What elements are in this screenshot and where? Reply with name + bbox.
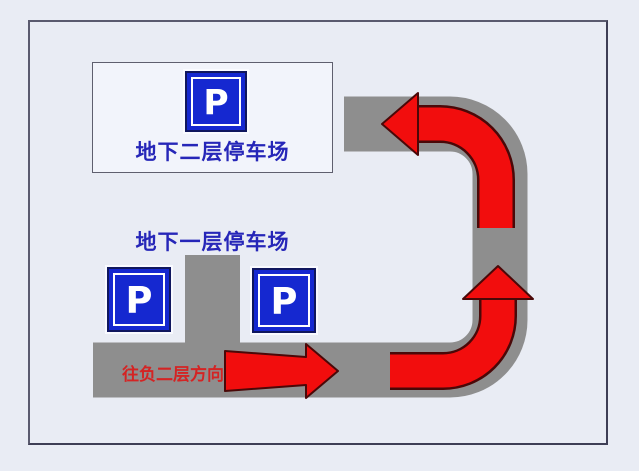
svg-text:P: P xyxy=(126,279,153,322)
parking-sign-b1-left: P xyxy=(107,267,171,332)
parking-sign-ring: P xyxy=(113,273,165,326)
parking-sign-b1-right: P xyxy=(252,268,316,333)
direction-label: 往负二层方向 xyxy=(122,365,224,384)
parking-sign-ring: P xyxy=(258,274,310,327)
parking-icon: P xyxy=(126,279,153,322)
parking-sign-b2: P xyxy=(185,71,247,132)
parking-icon: P xyxy=(203,83,228,123)
road-ramp-stub xyxy=(185,255,240,345)
curved-arrow-up-icon xyxy=(390,265,534,390)
b1-parking-label: 地下一层停车场 xyxy=(135,230,290,254)
b2-parking-label: 地下二层停车场 xyxy=(135,140,290,164)
svg-text:P: P xyxy=(203,83,228,123)
parking-sign-ring: P xyxy=(191,77,241,126)
diagram-frame xyxy=(28,20,608,445)
straight-arrow-right-icon xyxy=(224,343,339,399)
curved-arrow-left-icon xyxy=(381,92,515,228)
parking-icon: P xyxy=(271,280,298,323)
svg-text:P: P xyxy=(271,280,298,323)
